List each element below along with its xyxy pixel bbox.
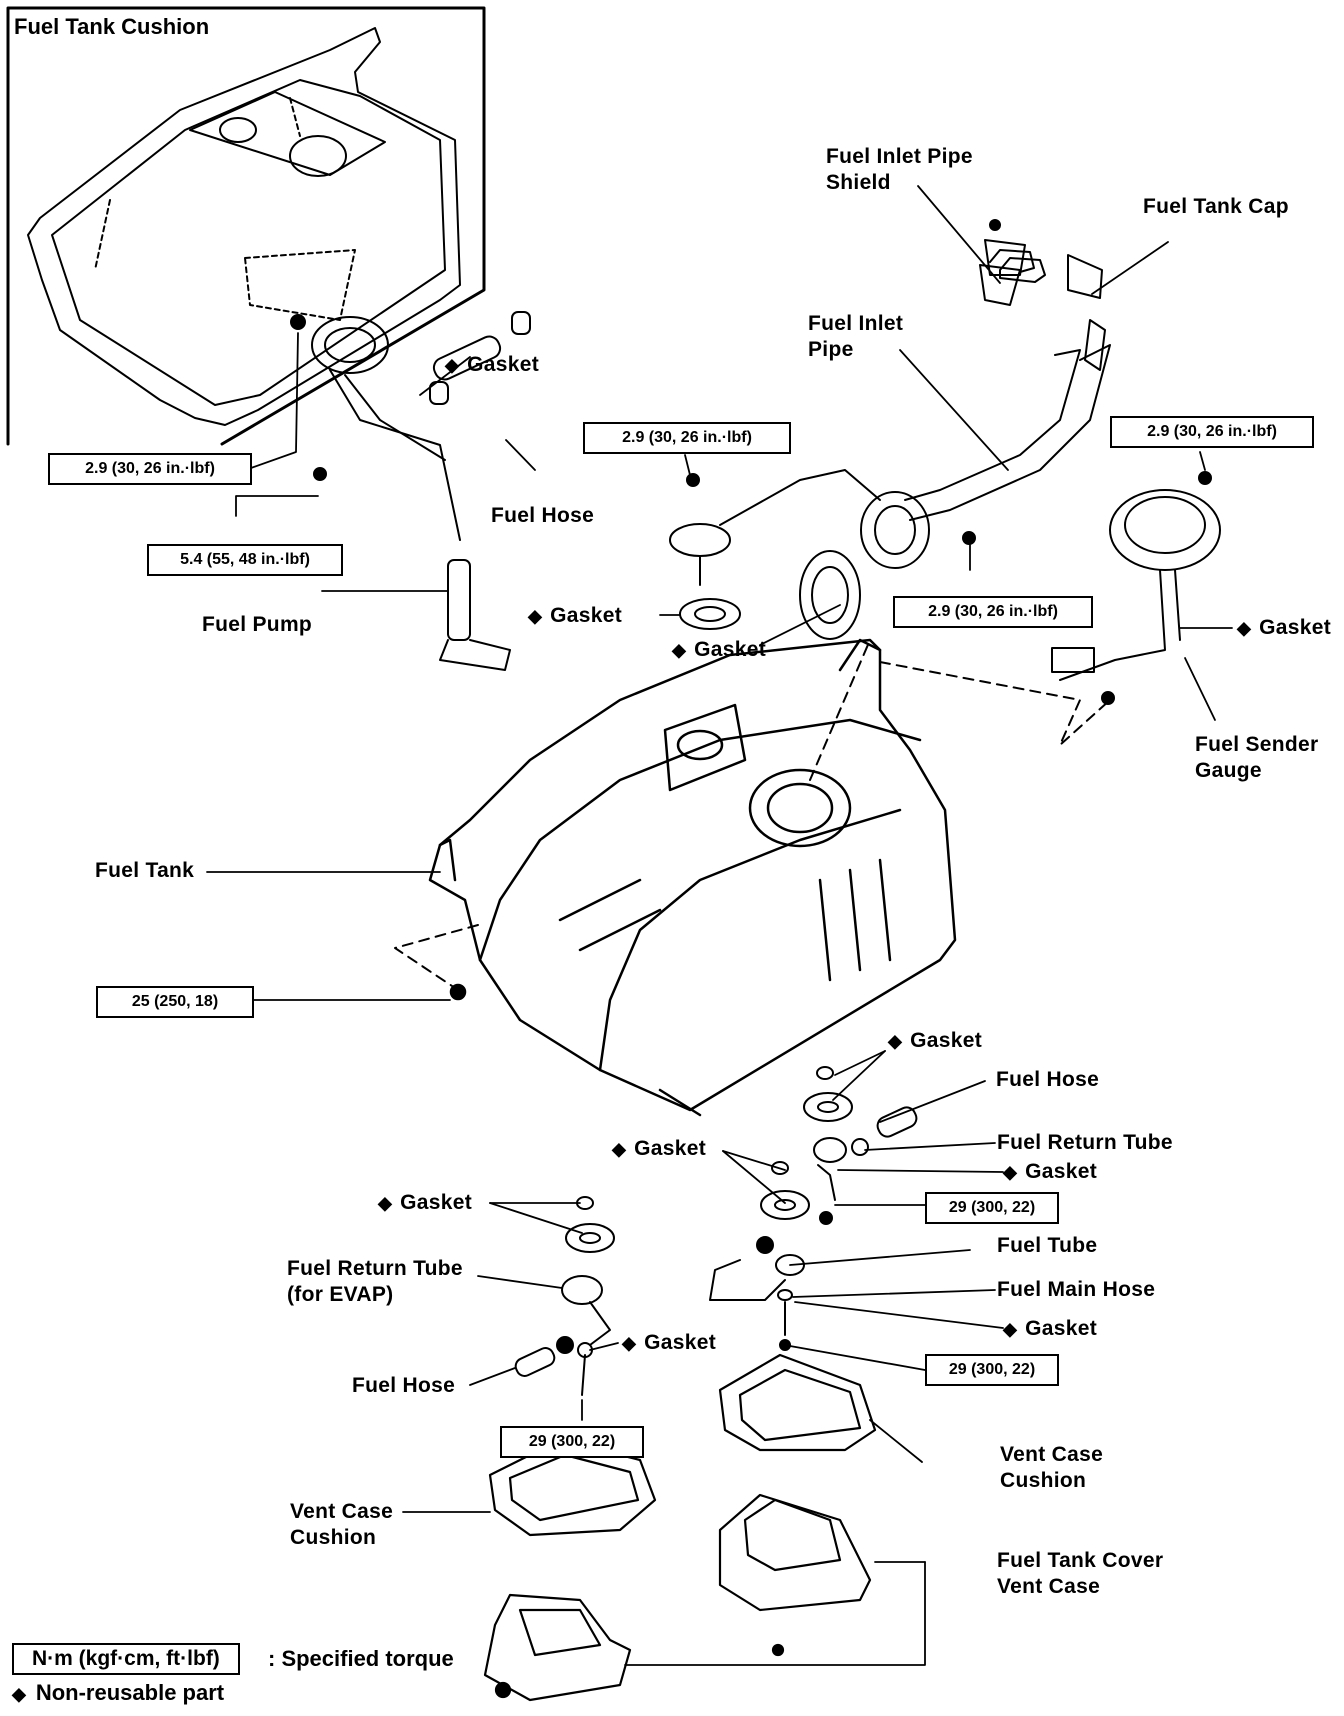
label-gasket-center-left: ◆ Gasket (528, 603, 622, 629)
label-fuel-return-tube-evap: Fuel Return Tube (for EVAP) (287, 1256, 463, 1308)
torque-inlet-bolt: 2.9 (30, 26 in.·lbf) (893, 596, 1093, 628)
label-line: Vent Case (290, 1500, 394, 1523)
label-line: Cushion (1000, 1469, 1087, 1492)
label-line: Fuel Tank Cover (997, 1549, 1164, 1572)
label-gasket-main-hose: ◆ Gasket (1003, 1316, 1097, 1342)
label-fuel-tank: Fuel Tank (95, 859, 195, 882)
label-gasket-lower-center: ◆ Gasket (612, 1136, 706, 1162)
lower-left-fittings-drawing (514, 1196, 615, 1396)
label-gasket-sender: ◆ Gasket (1237, 615, 1331, 641)
label-fuel-hose-lower-right: Fuel Hose (996, 1068, 1100, 1091)
inset-frame (6, 6, 486, 446)
label-text: Gasket (634, 1137, 707, 1160)
label-text: Gasket (1259, 616, 1332, 639)
label-text: Gasket (1025, 1317, 1098, 1340)
nonreusable-icon: ◆ (445, 355, 460, 375)
label-line: Fuel Inlet Pipe (826, 145, 973, 168)
nonreusable-icon: ◆ (528, 606, 543, 626)
label-text: Gasket (1025, 1160, 1098, 1183)
label-gasket-pump: ◆ Gasket (445, 352, 539, 378)
label-text: Gasket (467, 353, 540, 376)
label-gasket-center: ◆ Gasket (672, 637, 766, 663)
label-vent-case-cushion-right: Vent Case Cushion (1000, 1442, 1103, 1494)
legend-torque-unit: N·m (kgf·cm, ft·lbf) (12, 1643, 240, 1675)
nonreusable-icon: ◆ (1003, 1319, 1018, 1339)
label-line: Pipe (808, 338, 854, 361)
torque-tank-bolt: 25 (250, 18) (96, 986, 254, 1018)
label-line: Gauge (1195, 759, 1262, 782)
torque-evap-bolt: 29 (300, 22) (500, 1426, 644, 1458)
nonreusable-icon: ◆ (1237, 618, 1252, 638)
label-fuel-hose-lower-left: Fuel Hose (352, 1374, 456, 1397)
label-fuel-tank-cover-vent-case: Fuel Tank Cover Vent Case (997, 1548, 1163, 1600)
nonreusable-icon: ◆ (672, 640, 687, 660)
dashed-guides (394, 639, 1111, 991)
label-line: Shield (826, 171, 891, 194)
legend-torque-desc: : Specified torque (268, 1646, 454, 1671)
nonreusable-icon: ◆ (622, 1333, 637, 1353)
label-fuel-hose-top: Fuel Hose (491, 504, 595, 527)
label-fuel-tank-cap: Fuel Tank Cap (1143, 195, 1289, 218)
label-line: Fuel Sender (1195, 733, 1319, 756)
inset-title: Fuel Tank Cushion (14, 14, 210, 39)
label-text: Gasket (644, 1331, 717, 1354)
nonreusable-icon: ◆ (612, 1139, 627, 1159)
torque-center-bolt: 2.9 (30, 26 in.·lbf) (583, 422, 791, 454)
nonreusable-icon: ◆ (888, 1031, 903, 1051)
label-gasket-evap: ◆ Gasket (622, 1330, 716, 1356)
leader-lines (206, 185, 1233, 1666)
label-line: Fuel Inlet (808, 312, 904, 335)
legend-nonreusable-text: Non-reusable part (35, 1680, 225, 1705)
label-gasket-lower-right-top: ◆ Gasket (888, 1028, 982, 1054)
label-gasket-return-tube: ◆ Gasket (1003, 1159, 1097, 1185)
torque-return-tube-bolt: 29 (300, 22) (925, 1192, 1059, 1224)
label-fuel-tube: Fuel Tube (997, 1234, 1098, 1257)
vent-case-drawings (483, 1353, 877, 1702)
label-fuel-inlet-pipe-shield: Fuel Inlet Pipe Shield (826, 144, 973, 196)
label-fuel-pump: Fuel Pump (202, 613, 313, 636)
inset-tank-drawing (27, 27, 461, 426)
nonreusable-icon: ◆ (378, 1193, 393, 1213)
legend-nonreusable: ◆ Non-reusable part (12, 1680, 224, 1706)
nonreusable-icon: ◆ (1003, 1162, 1018, 1182)
label-line: Fuel Return Tube (287, 1257, 463, 1280)
label-line: Vent Case (997, 1575, 1101, 1598)
fuel-inlet-pipe-drawing (799, 219, 1111, 640)
label-text: Gasket (694, 638, 767, 661)
label-fuel-return-tube: Fuel Return Tube (997, 1131, 1173, 1154)
label-gasket-lower-left: ◆ Gasket (378, 1190, 472, 1216)
label-line: Vent Case (1000, 1443, 1104, 1466)
fuel-pump-drawing (290, 311, 531, 671)
nonreusable-icon: ◆ (12, 1684, 26, 1704)
center-parts-drawing (669, 469, 1212, 630)
label-text: Gasket (550, 604, 623, 627)
label-text: Gasket (400, 1191, 473, 1214)
label-fuel-main-hose: Fuel Main Hose (997, 1278, 1156, 1301)
label-line: (for EVAP) (287, 1283, 394, 1306)
torque-main-hose-bolt: 29 (300, 22) (925, 1354, 1059, 1386)
fuel-tank-drawing (428, 638, 957, 1117)
label-fuel-sender-gauge: Fuel Sender Gauge (1195, 732, 1319, 784)
lower-right-fittings-drawing (709, 1066, 918, 1351)
label-fuel-inlet-pipe: Fuel Inlet Pipe (808, 311, 903, 363)
label-vent-case-cushion-left: Vent Case Cushion (290, 1499, 393, 1551)
torque-sender-bolt: 2.9 (30, 26 in.·lbf) (1110, 416, 1314, 448)
label-line: Cushion (290, 1526, 377, 1549)
label-text: Gasket (910, 1029, 983, 1052)
torque-pump-nut: 5.4 (55, 48 in.·lbf) (147, 544, 343, 576)
torque-pump-bolt: 2.9 (30, 26 in.·lbf) (48, 453, 252, 485)
